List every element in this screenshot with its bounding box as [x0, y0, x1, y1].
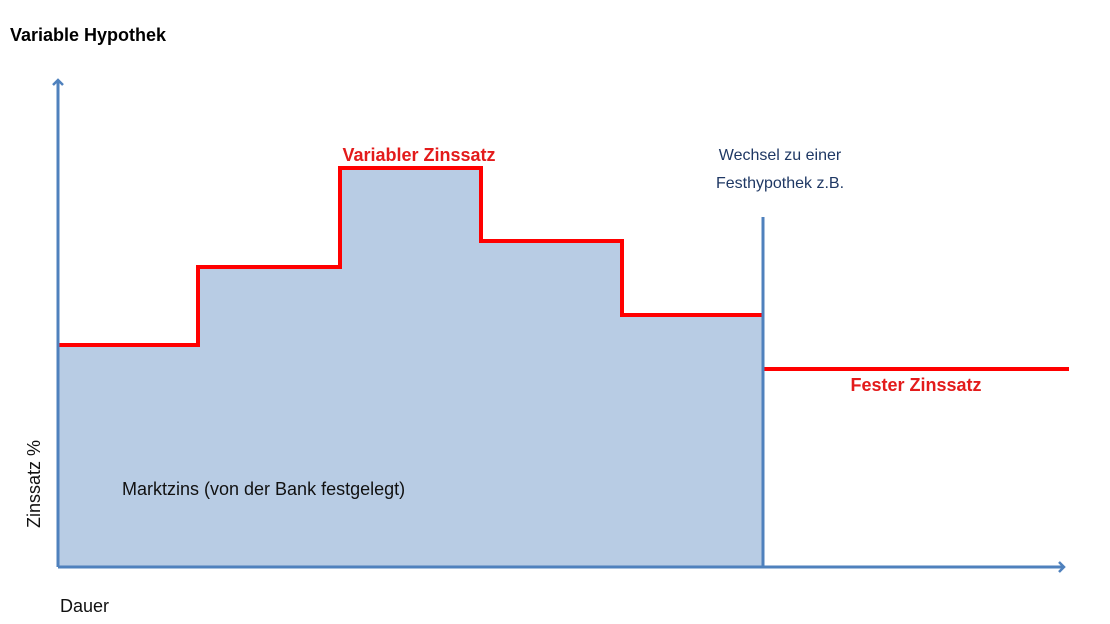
variable-rate-label: Variabler Zinssatz: [342, 145, 495, 165]
fixed-rate-label: Fester Zinssatz: [850, 375, 981, 395]
x-axis-label: Dauer: [60, 596, 109, 616]
switch-annotation-line1: Wechsel zu einer: [719, 147, 842, 164]
market-rate-area: [58, 168, 763, 567]
market-rate-label: Marktzins (von der Bank festgelegt): [122, 479, 405, 499]
diagram-title: Variable Hypothek: [10, 25, 167, 45]
y-axis-label: Zinssatz %: [24, 440, 44, 528]
variable-rate-line: [58, 166, 763, 347]
switch-annotation-line2: Festhypothek z.B.: [716, 175, 844, 192]
